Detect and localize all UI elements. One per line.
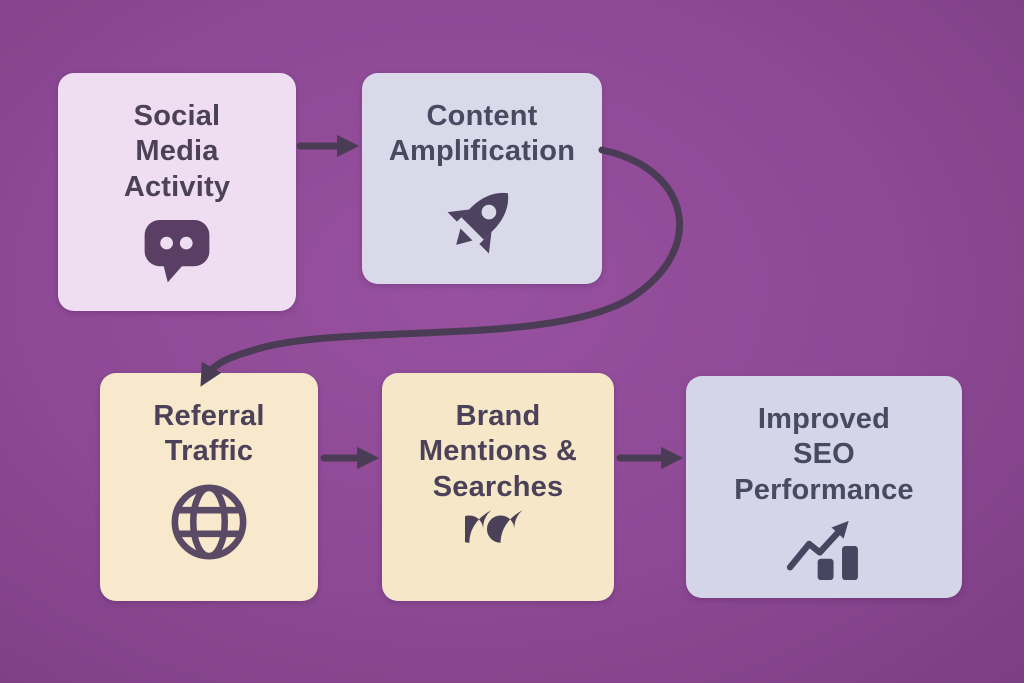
chat-bubble-icon <box>140 215 214 285</box>
node-referral-traffic: Referral Traffic <box>100 373 318 601</box>
globe-icon <box>167 480 251 564</box>
node-brand-mentions-searches: Brand Mentions & Searches <box>382 373 614 601</box>
node-social-media-activity: Social Media Activity <box>58 73 296 311</box>
node-label-brand-mentions-searches: Brand Mentions & Searches <box>418 400 578 503</box>
node-label-improved-seo-performance: Improved SEO Performance <box>734 403 914 506</box>
node-label-social-media-activity: Social Media Activity <box>123 100 231 203</box>
node-label-content-amplification: Content Amplification <box>388 100 576 168</box>
chart-growth-icon <box>781 510 867 581</box>
node-content-amplification: Content Amplification <box>362 73 602 284</box>
rocket-icon <box>442 180 522 258</box>
quote-icon <box>465 509 531 561</box>
node-label-referral-traffic: Referral Traffic <box>153 400 265 468</box>
node-improved-seo-performance: Improved SEO Performance <box>686 376 962 598</box>
